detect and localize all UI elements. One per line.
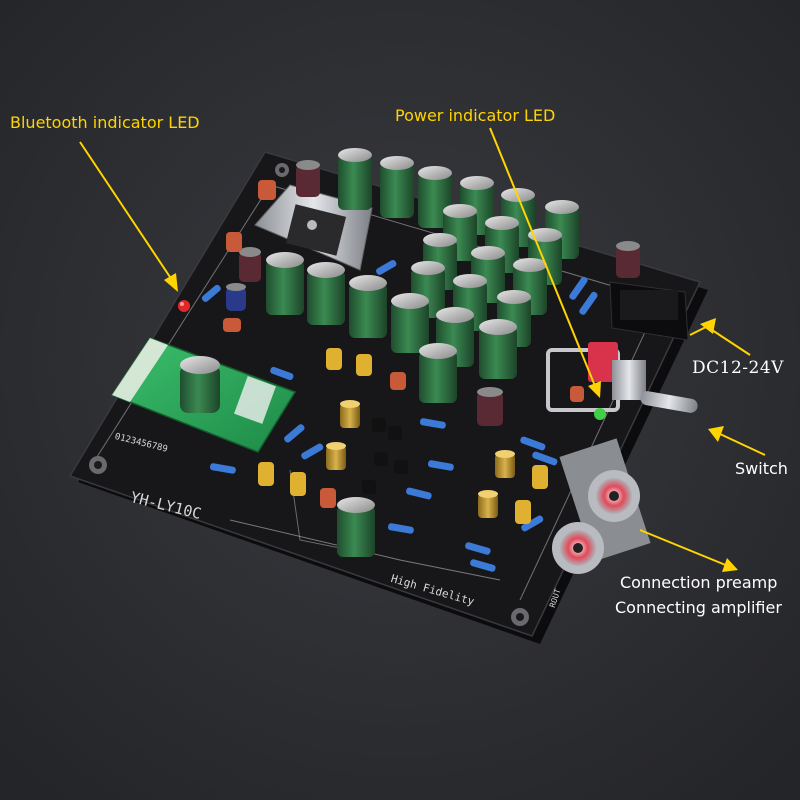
small-components: [178, 180, 598, 572]
dc-input-label: DC12-24V: [692, 358, 784, 378]
bluetooth-led-label: Bluetooth indicator LED: [10, 113, 200, 132]
dc-jack: [609, 281, 689, 341]
capacitor-array: [226, 148, 640, 557]
amplifier-label: Connecting amplifier: [615, 598, 782, 617]
bluetooth-module: [110, 337, 297, 453]
power-led-label: Power indicator LED: [395, 106, 556, 125]
preamp-label: Connection preamp: [620, 573, 778, 592]
bluetooth-led: [178, 300, 190, 312]
rca-jacks: [552, 438, 651, 574]
toggle-switch: [546, 342, 698, 420]
callout-arrows: [79, 127, 766, 572]
switch-label: Switch: [735, 459, 788, 478]
